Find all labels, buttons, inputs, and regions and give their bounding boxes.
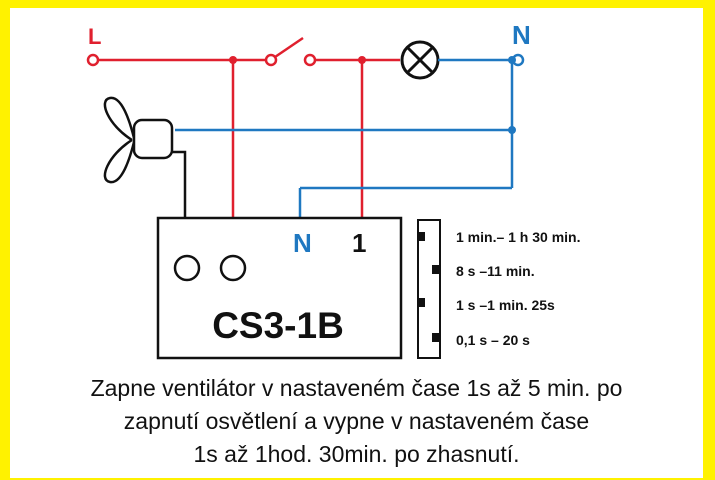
terminal-n-label: N	[293, 228, 312, 258]
fan-wire	[172, 150, 187, 240]
dip-switch-icon	[417, 219, 441, 359]
device-model: CS3-1B	[212, 305, 344, 346]
terminal-1-label: 1	[352, 228, 366, 258]
neutral-label: N	[512, 20, 531, 50]
dip-setting-4: 0,1 s – 20 s	[456, 332, 530, 348]
neutral-wires	[175, 58, 514, 220]
junction-dot	[229, 56, 237, 64]
line-terminal	[86, 53, 100, 67]
dip-setting-3: 1 s –1 min. 25s	[456, 297, 555, 313]
fan-terminal	[173, 254, 201, 282]
caption-line: 1s až 1hod. 30min. po zhasnutí.	[193, 441, 520, 467]
description-caption: Zapne ventilátor v nastaveném čase 1s až…	[10, 372, 703, 471]
dip-setting-1: 1 min.– 1 h 30 min.	[456, 229, 581, 245]
junction-dot	[508, 126, 516, 134]
junction-dot	[508, 56, 516, 64]
switch-icon	[264, 36, 317, 67]
light-terminal	[219, 254, 247, 282]
device-box	[156, 216, 403, 360]
fan-icon	[103, 96, 174, 184]
junction-dot	[358, 56, 366, 64]
dip-setting-2: 8 s –11 min.	[456, 263, 535, 279]
line-label: L	[88, 24, 101, 49]
live-wires	[98, 58, 400, 225]
caption-line: Zapne ventilátor v nastaveném čase 1s až…	[90, 375, 623, 401]
lamp-icon	[400, 40, 440, 80]
caption-line: zapnutí osvětlení a vypne v nastaveném č…	[123, 408, 590, 434]
